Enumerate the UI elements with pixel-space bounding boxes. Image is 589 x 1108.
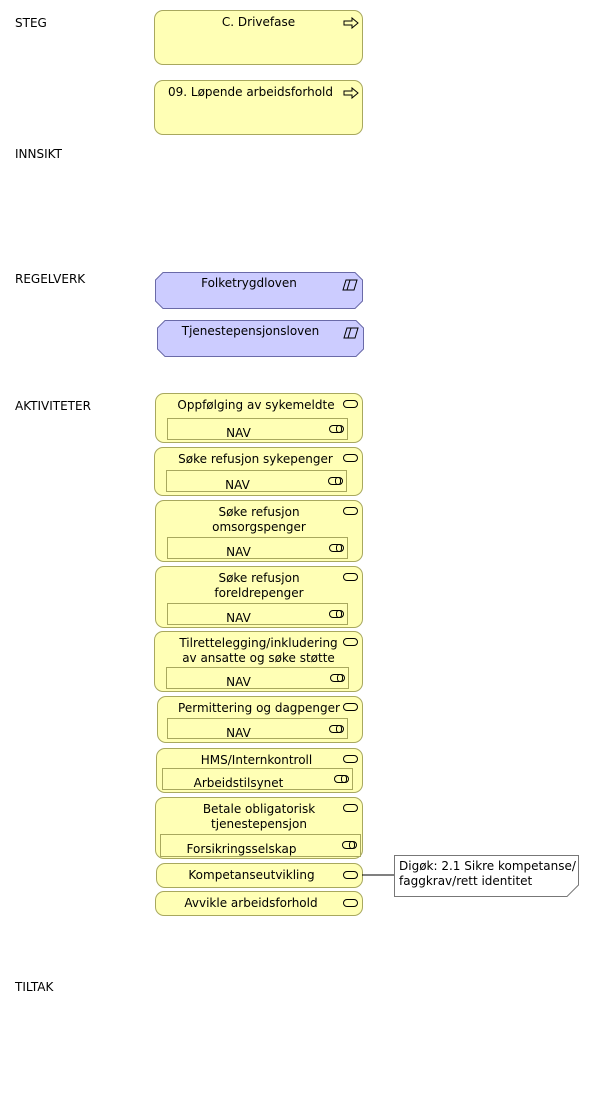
service-icon bbox=[343, 454, 358, 462]
service-icon bbox=[343, 755, 358, 763]
activity-label: Betale obligatorisk tjenestepensjon bbox=[202, 802, 316, 831]
activity-label: Kompetanseutvikling bbox=[188, 868, 315, 882]
activity-kompetanseutvikling[interactable]: Kompetanseutvikling bbox=[156, 863, 363, 888]
role-label: NAV bbox=[226, 675, 251, 689]
role-nav[interactable]: NAV bbox=[166, 470, 347, 492]
note-connector bbox=[362, 874, 395, 876]
requirement-label: Folketrygdloven bbox=[201, 276, 297, 290]
requirement-label: Tjenestepensjonsloven bbox=[181, 324, 320, 338]
activity-label: Tilrettelegging/inkludering av ansatte o… bbox=[179, 636, 338, 665]
role-icon bbox=[328, 477, 343, 485]
role-icon bbox=[329, 725, 344, 733]
service-icon bbox=[343, 507, 358, 515]
requirement-icon bbox=[342, 279, 358, 291]
role-icon bbox=[334, 775, 349, 783]
requirement-tjenestepensjonsloven[interactable]: Tjenestepensjonsloven bbox=[157, 320, 364, 357]
role-label: NAV bbox=[226, 426, 251, 440]
requirement-folketrygdloven[interactable]: Folketrygdloven bbox=[155, 272, 363, 309]
activity-hms-internkontroll[interactable]: HMS/Internkontroll Arbeidstilsynet bbox=[156, 748, 363, 793]
role-arbeidstilsynet[interactable]: Arbeidstilsynet bbox=[162, 768, 353, 790]
process-step-lopende-arbeidsforhold[interactable]: 09. Løpende arbeidsforhold bbox=[154, 80, 363, 135]
role-icon bbox=[329, 425, 344, 433]
service-icon bbox=[343, 573, 358, 581]
role-nav[interactable]: NAV bbox=[166, 667, 349, 689]
lane-aktiviteter: AKTIVITETER bbox=[15, 399, 91, 413]
role-nav[interactable]: NAV bbox=[167, 537, 348, 559]
activity-obligatorisk-tjenestepensjon[interactable]: Betale obligatorisk tjenestepensjon Fors… bbox=[155, 797, 363, 859]
process-arrow-icon bbox=[343, 17, 359, 29]
process-step-drivefase[interactable]: C. Drivefase bbox=[154, 10, 363, 65]
service-icon bbox=[343, 400, 358, 408]
activity-label: Søke refusjon sykepenger bbox=[178, 452, 333, 466]
note-digok[interactable]: Digøk: 2.1 Sikre kompetanse/ faggkrav/re… bbox=[394, 855, 579, 897]
process-arrow-icon bbox=[343, 87, 359, 99]
lane-tiltak: TILTAK bbox=[15, 980, 54, 994]
role-label: NAV bbox=[226, 545, 251, 559]
process-step-label: 09. Løpende arbeidsforhold bbox=[167, 85, 334, 99]
role-forsikringsselskap[interactable]: Forsikringsselskap bbox=[160, 834, 361, 857]
activity-refusjon-sykepenger[interactable]: Søke refusjon sykepenger NAV bbox=[154, 447, 363, 496]
role-nav[interactable]: NAV bbox=[167, 418, 348, 440]
role-icon bbox=[342, 841, 357, 849]
activity-tilrettelegging[interactable]: Tilrettelegging/inkludering av ansatte o… bbox=[154, 631, 363, 692]
role-nav[interactable]: NAV bbox=[167, 718, 348, 740]
role-nav[interactable]: NAV bbox=[167, 603, 348, 625]
activity-label: Søke refusjon foreldrepenger bbox=[214, 571, 304, 600]
process-step-label: C. Drivefase bbox=[221, 15, 296, 29]
lane-steg: STEG bbox=[15, 16, 47, 30]
lane-regelverk: REGELVERK bbox=[15, 272, 86, 286]
role-label: NAV bbox=[226, 726, 251, 740]
role-label: Forsikringsselskap bbox=[186, 842, 297, 856]
service-icon bbox=[343, 871, 358, 879]
role-label: Arbeidstilsynet bbox=[193, 776, 284, 790]
activity-label: Permittering og dagpenger bbox=[178, 701, 340, 715]
role-label: NAV bbox=[225, 478, 250, 492]
requirement-icon bbox=[343, 327, 359, 339]
note-text: Digøk: 2.1 Sikre kompetanse/ faggkrav/re… bbox=[399, 859, 576, 888]
activity-refusjon-omsorgspenger[interactable]: Søke refusjon omsorgspenger NAV bbox=[155, 500, 363, 562]
service-icon bbox=[343, 703, 358, 711]
lane-innsikt: INNSIKT bbox=[15, 147, 62, 161]
activity-label: HMS/Internkontroll bbox=[200, 753, 313, 767]
activity-avvikle-arbeidsforhold[interactable]: Avvikle arbeidsforhold bbox=[155, 891, 363, 916]
activity-label: Søke refusjon omsorgspenger bbox=[212, 505, 306, 534]
role-icon bbox=[329, 544, 344, 552]
role-icon bbox=[329, 610, 344, 618]
role-label: NAV bbox=[226, 611, 251, 625]
requirement-shape bbox=[155, 272, 363, 309]
service-icon bbox=[343, 638, 358, 646]
service-icon bbox=[343, 804, 358, 812]
activity-oppfolging-sykemeldte[interactable]: Oppfølging av sykemeldte NAV bbox=[155, 393, 363, 443]
activity-label: Oppfølging av sykemeldte bbox=[177, 398, 335, 412]
note-shape bbox=[394, 855, 579, 897]
activity-permittering-dagpenger[interactable]: Permittering og dagpenger NAV bbox=[157, 696, 363, 743]
role-icon bbox=[330, 674, 345, 682]
requirement-shape bbox=[157, 320, 364, 357]
service-icon bbox=[343, 899, 358, 907]
activity-label: Avvikle arbeidsforhold bbox=[184, 896, 318, 910]
activity-refusjon-foreldrepenger[interactable]: Søke refusjon foreldrepenger NAV bbox=[155, 566, 363, 628]
